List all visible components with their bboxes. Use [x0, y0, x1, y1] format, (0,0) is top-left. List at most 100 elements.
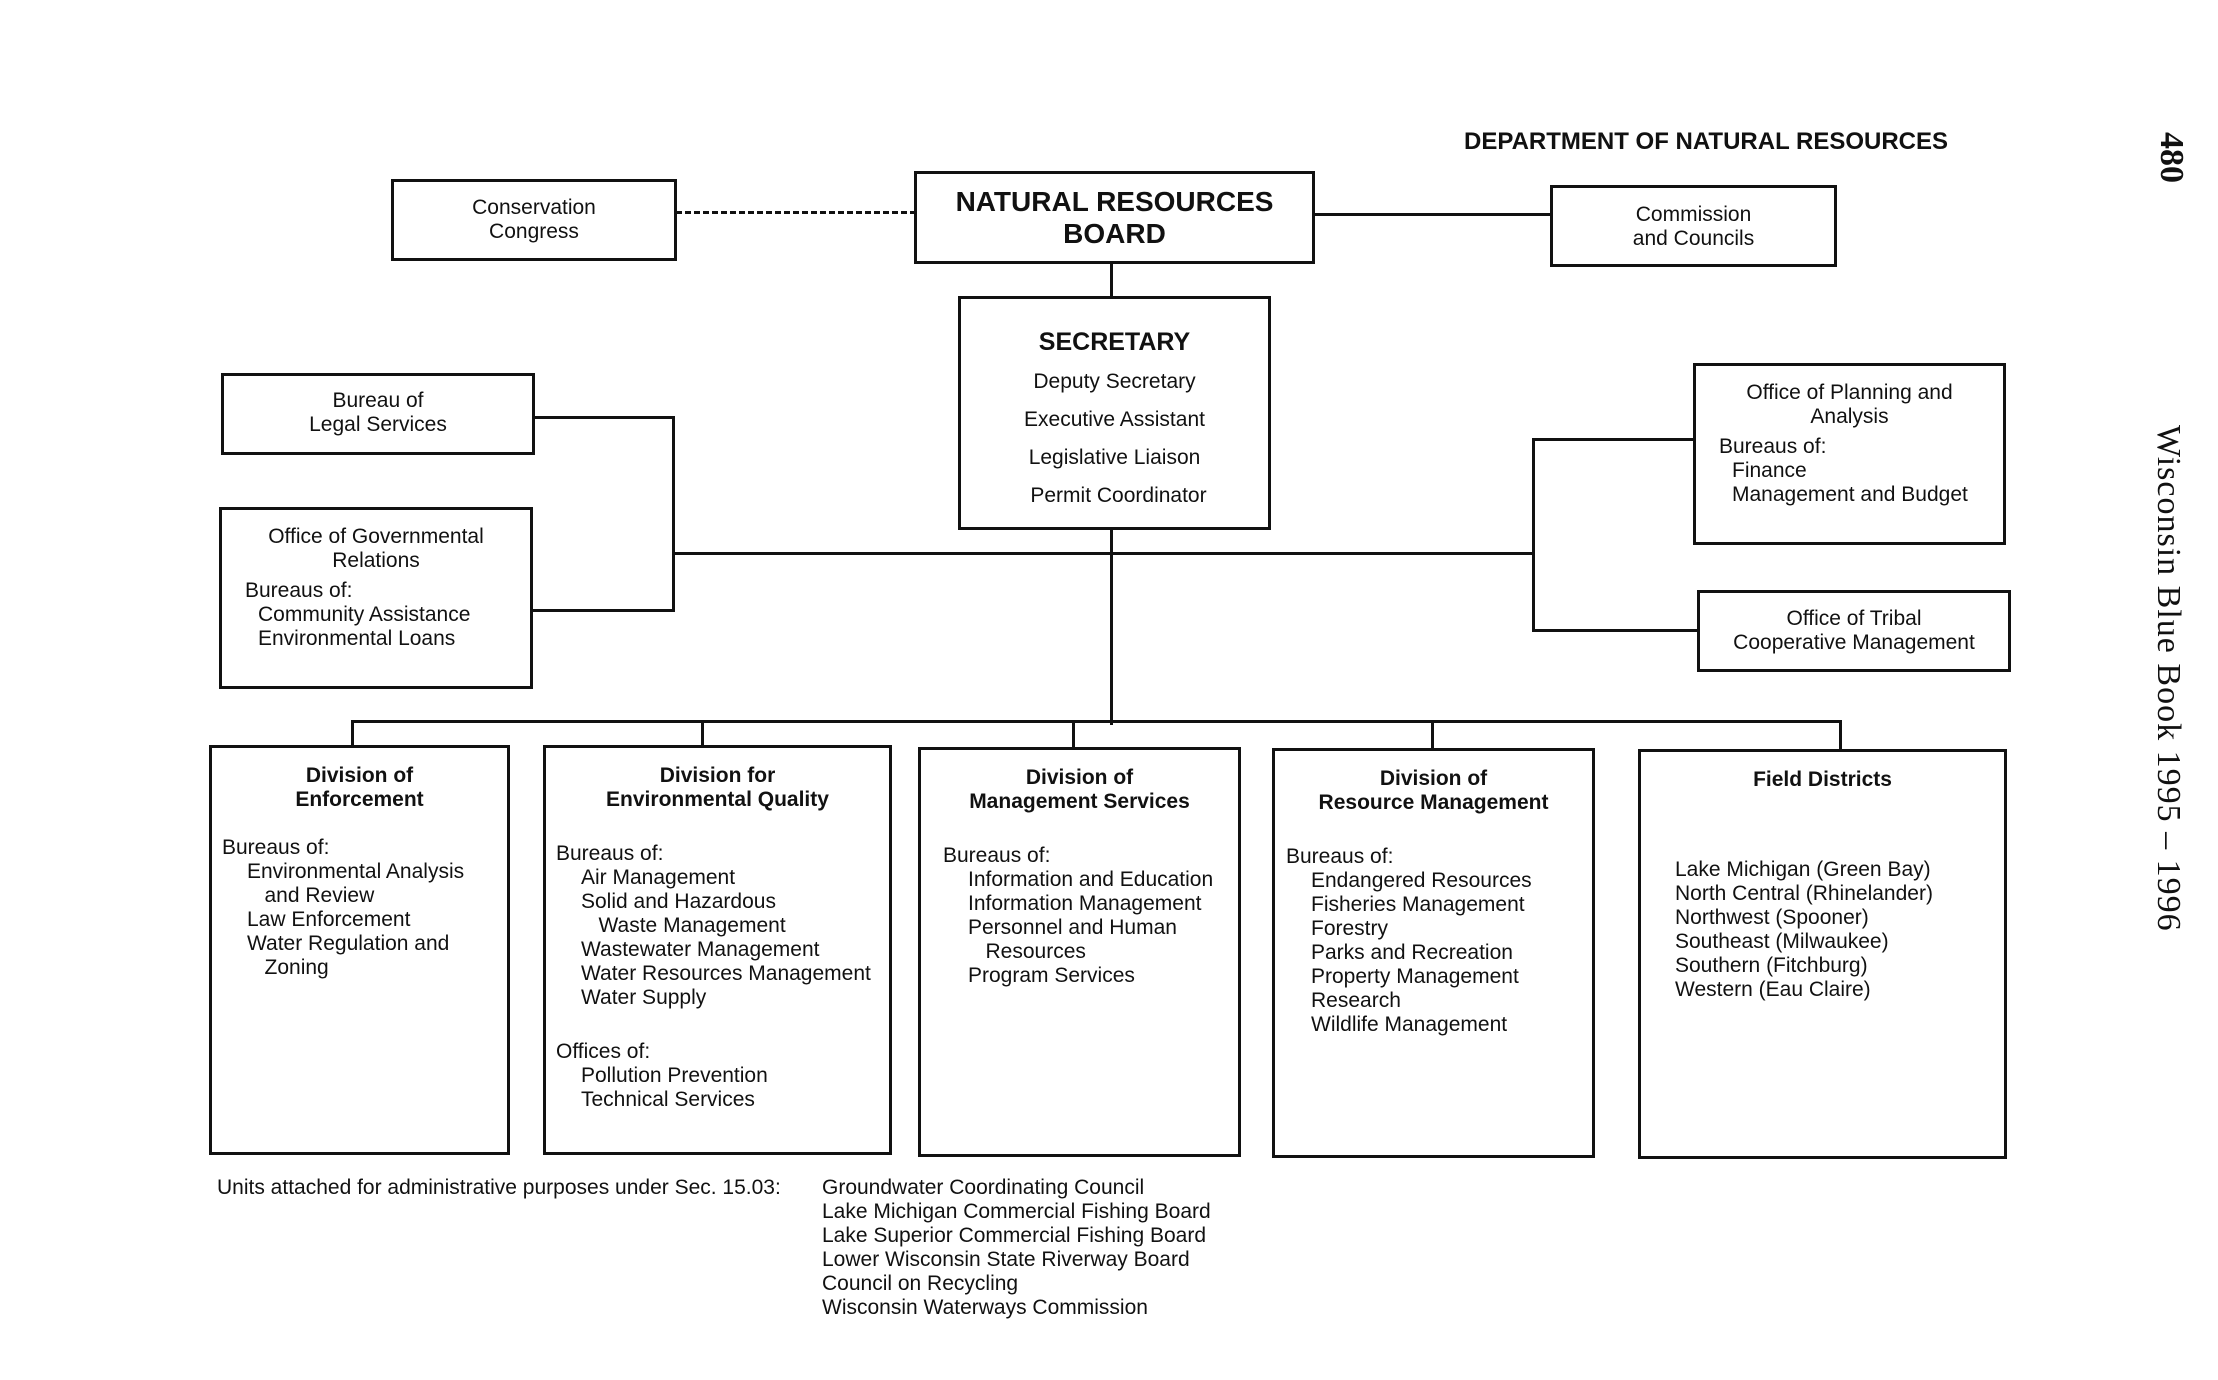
attached-unit: Lake Michigan Commercial Fishing Board — [822, 1200, 1211, 1223]
connector-drop-env-quality — [701, 720, 704, 747]
bureau-item: Waste Management — [581, 914, 786, 937]
conservation-congress-line2: Congress — [489, 220, 579, 243]
tribal-cooperative-box: Office of Tribal Cooperative Management — [1697, 590, 2011, 672]
connector-drop-field — [1839, 720, 1842, 751]
legal-line1: Bureau of — [332, 389, 424, 412]
planning-bureau: Finance — [1732, 459, 1807, 482]
bureau-item: and Review — [247, 884, 375, 907]
gov-relations-line2: Relations — [332, 549, 420, 572]
bureau-item: Wildlife Management — [1311, 1013, 1508, 1036]
tribal-line1: Office of Tribal — [1786, 607, 1922, 630]
division-enforcement-box: Division of Enforcement Bureaus of: Envi… — [209, 745, 510, 1155]
secretary-box: SECRETARY Deputy Secretary Executive Ass… — [958, 296, 1271, 530]
bureau-item: Research — [1311, 989, 1401, 1012]
connector-planning — [1532, 438, 1696, 441]
connector-right-vertical — [1532, 438, 1535, 631]
bureau-item: Personnel and Human — [968, 916, 1177, 939]
attached-unit: Wisconsin Waterways Commission — [822, 1296, 1148, 1319]
connector-left-vertical — [672, 416, 675, 611]
connector-divisions-horizontal — [351, 720, 1842, 723]
bureau-item: Program Services — [968, 964, 1135, 987]
bureau-item: Fisheries Management — [1311, 893, 1525, 916]
district-item: Lake Michigan (Green Bay) — [1675, 858, 1931, 881]
bureau-item: Solid and Hazardous — [581, 890, 776, 913]
commission-line2: and Councils — [1632, 227, 1755, 250]
gov-relations-bureaus-label: Bureaus of: — [245, 579, 353, 602]
district-item: Northwest (Spooner) — [1675, 906, 1869, 929]
board-line1: NATURAL RESOURCES — [955, 186, 1274, 217]
division-title-line1: Division for — [659, 764, 776, 787]
bureaus-label: Bureaus of: — [943, 844, 1051, 867]
division-title-line1: Division of — [1379, 767, 1488, 790]
planning-line1: Office of Planning and — [1746, 381, 1953, 404]
connector-board-commission — [1314, 213, 1554, 216]
department-title: DEPARTMENT OF NATURAL RESOURCES — [1464, 128, 1949, 155]
bureau-item: Information Management — [968, 892, 1202, 915]
field-districts-box: Field Districts Lake Michigan (Green Bay… — [1638, 749, 2007, 1159]
planning-line2: Analysis — [1810, 405, 1889, 428]
bureau-item: Property Management — [1311, 965, 1519, 988]
bureau-item: Parks and Recreation — [1311, 941, 1513, 964]
connector-tribal — [1532, 629, 1700, 632]
legal-line2: Legal Services — [309, 413, 447, 436]
bureau-item: Water Resources Management — [581, 962, 871, 985]
field-districts-title: Field Districts — [1753, 768, 1892, 791]
attached-unit: Lake Superior Commercial Fishing Board — [822, 1224, 1206, 1247]
division-environmental-quality-box: Division for Environmental Quality Burea… — [543, 745, 892, 1155]
division-title-line2: Environmental Quality — [606, 788, 829, 811]
district-item: Southern (Fitchburg) — [1675, 954, 1868, 977]
tribal-line2: Cooperative Management — [1733, 631, 1975, 654]
governmental-relations-box: Office of Governmental Relations Bureaus… — [219, 507, 533, 689]
bureau-item: Zoning — [247, 956, 329, 979]
connector-legal — [534, 416, 674, 419]
attached-unit: Lower Wisconsin State Riverway Board — [822, 1248, 1190, 1271]
gov-relations-bureau: Environmental Loans — [258, 627, 456, 650]
natural-resources-board-box: NATURAL RESOURCES BOARD — [914, 171, 1315, 264]
offices-label: Offices of: — [556, 1040, 651, 1063]
gov-relations-line1: Office of Governmental — [268, 525, 484, 548]
page-number: 480 — [2153, 132, 2190, 183]
division-resource-management-box: Division of Resource Management Bureaus … — [1272, 748, 1595, 1158]
conservation-congress-box: Conservation Congress — [391, 179, 677, 261]
connector-drop-enforcement — [351, 720, 354, 747]
division-title-line2: Resource Management — [1318, 791, 1549, 814]
office-item: Pollution Prevention — [581, 1064, 768, 1087]
division-title-line2: Enforcement — [295, 788, 424, 811]
division-title-line1: Division of — [305, 764, 414, 787]
connector-dashed-congress — [676, 211, 916, 214]
bureau-item: Water Supply — [581, 986, 707, 1009]
conservation-congress-line1: Conservation — [472, 196, 596, 219]
gov-relations-bureau: Community Assistance — [258, 603, 471, 626]
commission-councils-box: Commission and Councils — [1550, 185, 1837, 267]
connector-drop-resource-mgmt — [1431, 720, 1434, 750]
district-item: Southeast (Milwaukee) — [1675, 930, 1889, 953]
division-title-line2: Management Services — [969, 790, 1190, 813]
legal-services-box: Bureau of Legal Services — [221, 373, 535, 455]
commission-line1: Commission — [1635, 203, 1752, 226]
attached-units-label: Units attached for administrative purpos… — [217, 1176, 781, 1199]
secretary-title: SECRETARY — [1038, 328, 1191, 356]
bureau-item: Endangered Resources — [1311, 869, 1532, 892]
bureau-item: Environmental Analysis — [247, 860, 465, 883]
bureau-item: Resources — [968, 940, 1086, 963]
planning-analysis-box: Office of Planning and Analysis Bureaus … — [1693, 363, 2006, 545]
board-line2: BOARD — [1063, 218, 1166, 249]
bureaus-label: Bureaus of: — [1286, 845, 1394, 868]
bureau-item: Air Management — [581, 866, 736, 889]
secretary-item: Executive Assistant — [1024, 408, 1205, 431]
attached-units-list: Groundwater Coordinating Council Lake Mi… — [822, 1176, 1211, 1320]
planning-bureau: Management and Budget — [1732, 483, 1968, 506]
connector-secretary-divisions — [1110, 528, 1113, 725]
bureau-item: Forestry — [1311, 917, 1389, 940]
attached-unit: Groundwater Coordinating Council — [822, 1176, 1145, 1199]
bureaus-label: Bureaus of: — [222, 836, 330, 859]
secretary-item: Legislative Liaison — [1028, 446, 1201, 469]
connector-gov-relations — [531, 609, 675, 612]
connector-board-secretary — [1110, 263, 1113, 298]
bureau-item: Law Enforcement — [247, 908, 411, 931]
bureau-item: Water Regulation and — [247, 932, 450, 955]
running-title: Wisconsin Blue Book 1995 – 1996 — [2150, 425, 2187, 932]
office-item: Technical Services — [581, 1088, 755, 1111]
connector-staff-horizontal — [672, 552, 1535, 555]
district-item: North Central (Rhinelander) — [1675, 882, 1933, 905]
